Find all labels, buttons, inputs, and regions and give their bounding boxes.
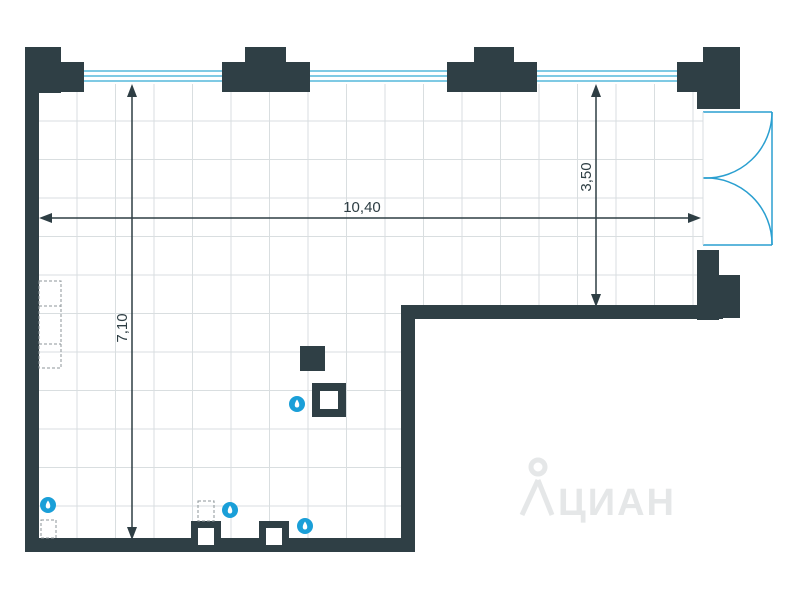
left-wall [25, 47, 39, 552]
window-icon [84, 70, 222, 82]
window-icon [310, 70, 447, 82]
floor-grid [39, 84, 703, 538]
wall-fixture-dashed [38, 280, 62, 369]
windows [84, 70, 677, 82]
height-dimension: 7,10 [114, 84, 137, 540]
inner-horizontal-wall [401, 305, 723, 319]
side-dimension: 3,50 [578, 84, 601, 307]
walls [25, 47, 740, 552]
water-drop-icon [297, 518, 313, 534]
window-icon [537, 70, 677, 82]
column-top-2-ext [222, 62, 310, 92]
dimension-lines: 10,40 7,10 3,50 [39, 84, 701, 540]
water-points [40, 396, 313, 534]
width-dimension: 10,40 [39, 199, 701, 223]
riser-box-2-inner [266, 528, 282, 545]
watermark-text: ЦИАН [558, 482, 676, 524]
width-dimension-label: 10,40 [343, 199, 381, 216]
inner-vertical-wall [401, 305, 415, 552]
height-dimension-label: 7,10 [114, 313, 131, 342]
cian-logo: ЦИАН [519, 457, 676, 524]
fixtures [38, 280, 346, 539]
double-door-icon [702, 111, 773, 246]
water-drop-icon [289, 396, 305, 412]
watermark-emblem [519, 457, 555, 517]
side-dimension-label: 3,50 [578, 162, 595, 191]
column-right-lower-ext [711, 275, 740, 318]
riser-box-1-inner [198, 528, 214, 545]
water-drop-icon [40, 497, 56, 513]
water-drop-icon [222, 502, 238, 518]
corner-column-top-right-ext2 [697, 84, 718, 109]
dashed-box-bottom-left [40, 519, 57, 539]
corner-column-top-left-ext [55, 62, 84, 92]
dashed-box-riser [197, 500, 215, 522]
riser-square-inner [320, 391, 338, 409]
column-top-3-ext [447, 62, 537, 92]
column-icon [300, 346, 325, 371]
